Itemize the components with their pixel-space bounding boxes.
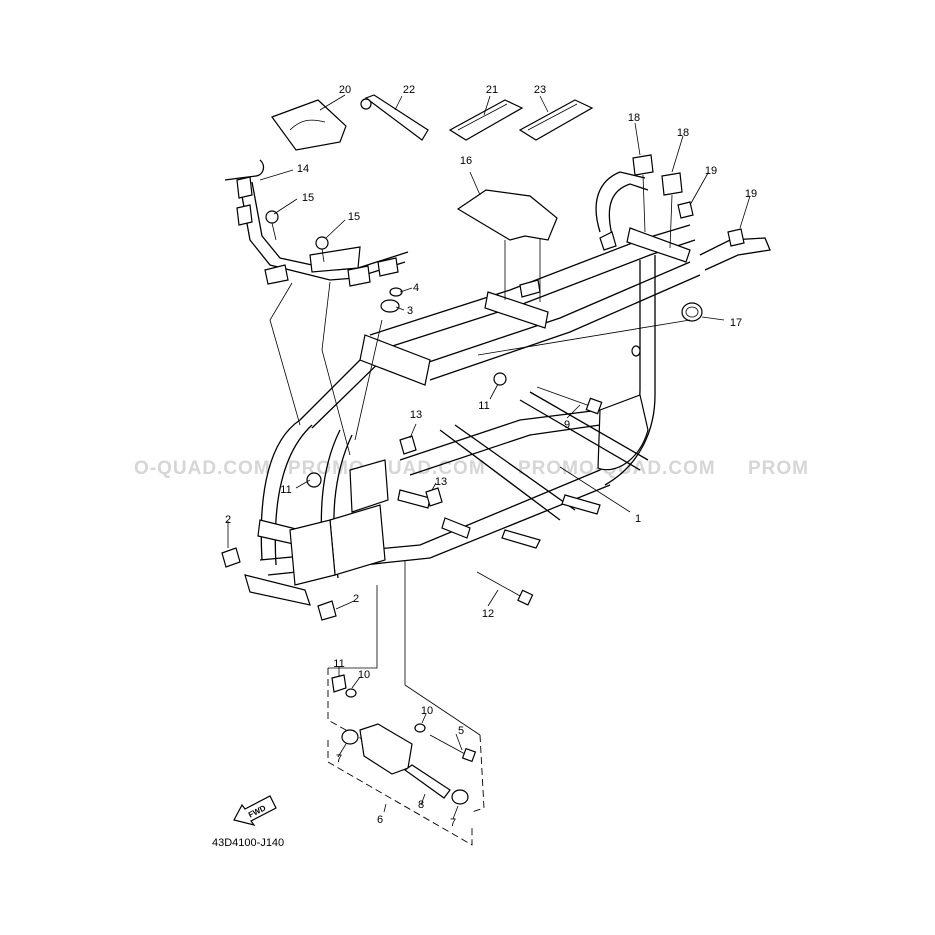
callout-19: 19 (745, 188, 757, 200)
engine-mount-assembly (327, 666, 485, 846)
watermark-text: O-QUAD.COM (134, 458, 271, 479)
callout-11: 11 (478, 400, 489, 412)
callout-10: 10 (421, 705, 433, 717)
callout-16: 16 (460, 155, 472, 167)
callout-1: 1 (635, 513, 641, 525)
callout-5: 5 (458, 725, 464, 737)
callout-2: 2 (225, 514, 231, 526)
callout-13: 13 (410, 409, 422, 421)
callout-7: 7 (450, 817, 456, 829)
callout-13: 13 (435, 476, 447, 488)
watermark: O-QUAD.COM PROMO-QUAD.COM PROMO-QUAD.COM… (134, 458, 809, 479)
callout-9: 9 (564, 419, 570, 431)
callout-21: 21 (486, 84, 498, 96)
callout-18: 18 (628, 112, 640, 124)
leader-lines (227, 94, 751, 736)
callout-19: 19 (705, 165, 717, 177)
fasteners (221, 154, 745, 621)
callout-6: 6 (377, 814, 383, 826)
callout-15: 15 (348, 211, 360, 223)
callout-22: 22 (403, 84, 415, 96)
callout-3: 3 (407, 305, 413, 317)
callout-11: 11 (280, 484, 291, 496)
forward-direction-arrow: FWD (233, 795, 277, 826)
callout-20: 20 (339, 84, 351, 96)
watermark-text: PROMO-QUAD.COM (288, 458, 486, 479)
callout-15: 15 (302, 192, 314, 204)
callout-23: 23 (534, 84, 546, 96)
callout-10: 10 (358, 669, 370, 681)
callout-18: 18 (677, 127, 689, 139)
callout-11: 11 (333, 658, 344, 670)
callout-2: 2 (353, 593, 359, 605)
callout-14: 14 (297, 163, 309, 175)
diagram-code: 43D4100-J140 (212, 837, 284, 849)
callout-4: 4 (413, 282, 419, 294)
front-handle-bar (224, 159, 409, 287)
main-frame (244, 171, 771, 606)
watermark-text: PROM (748, 458, 809, 479)
callout-labels: 1 2 2 3 4 5 6 7 7 8 9 10 10 11 11 11 12 … (225, 84, 757, 829)
callout-7: 7 (336, 753, 342, 765)
accessory-parts (271, 94, 594, 302)
callout-8: 8 (418, 799, 424, 811)
callout-17: 17 (730, 317, 742, 329)
callout-12: 12 (482, 608, 494, 620)
